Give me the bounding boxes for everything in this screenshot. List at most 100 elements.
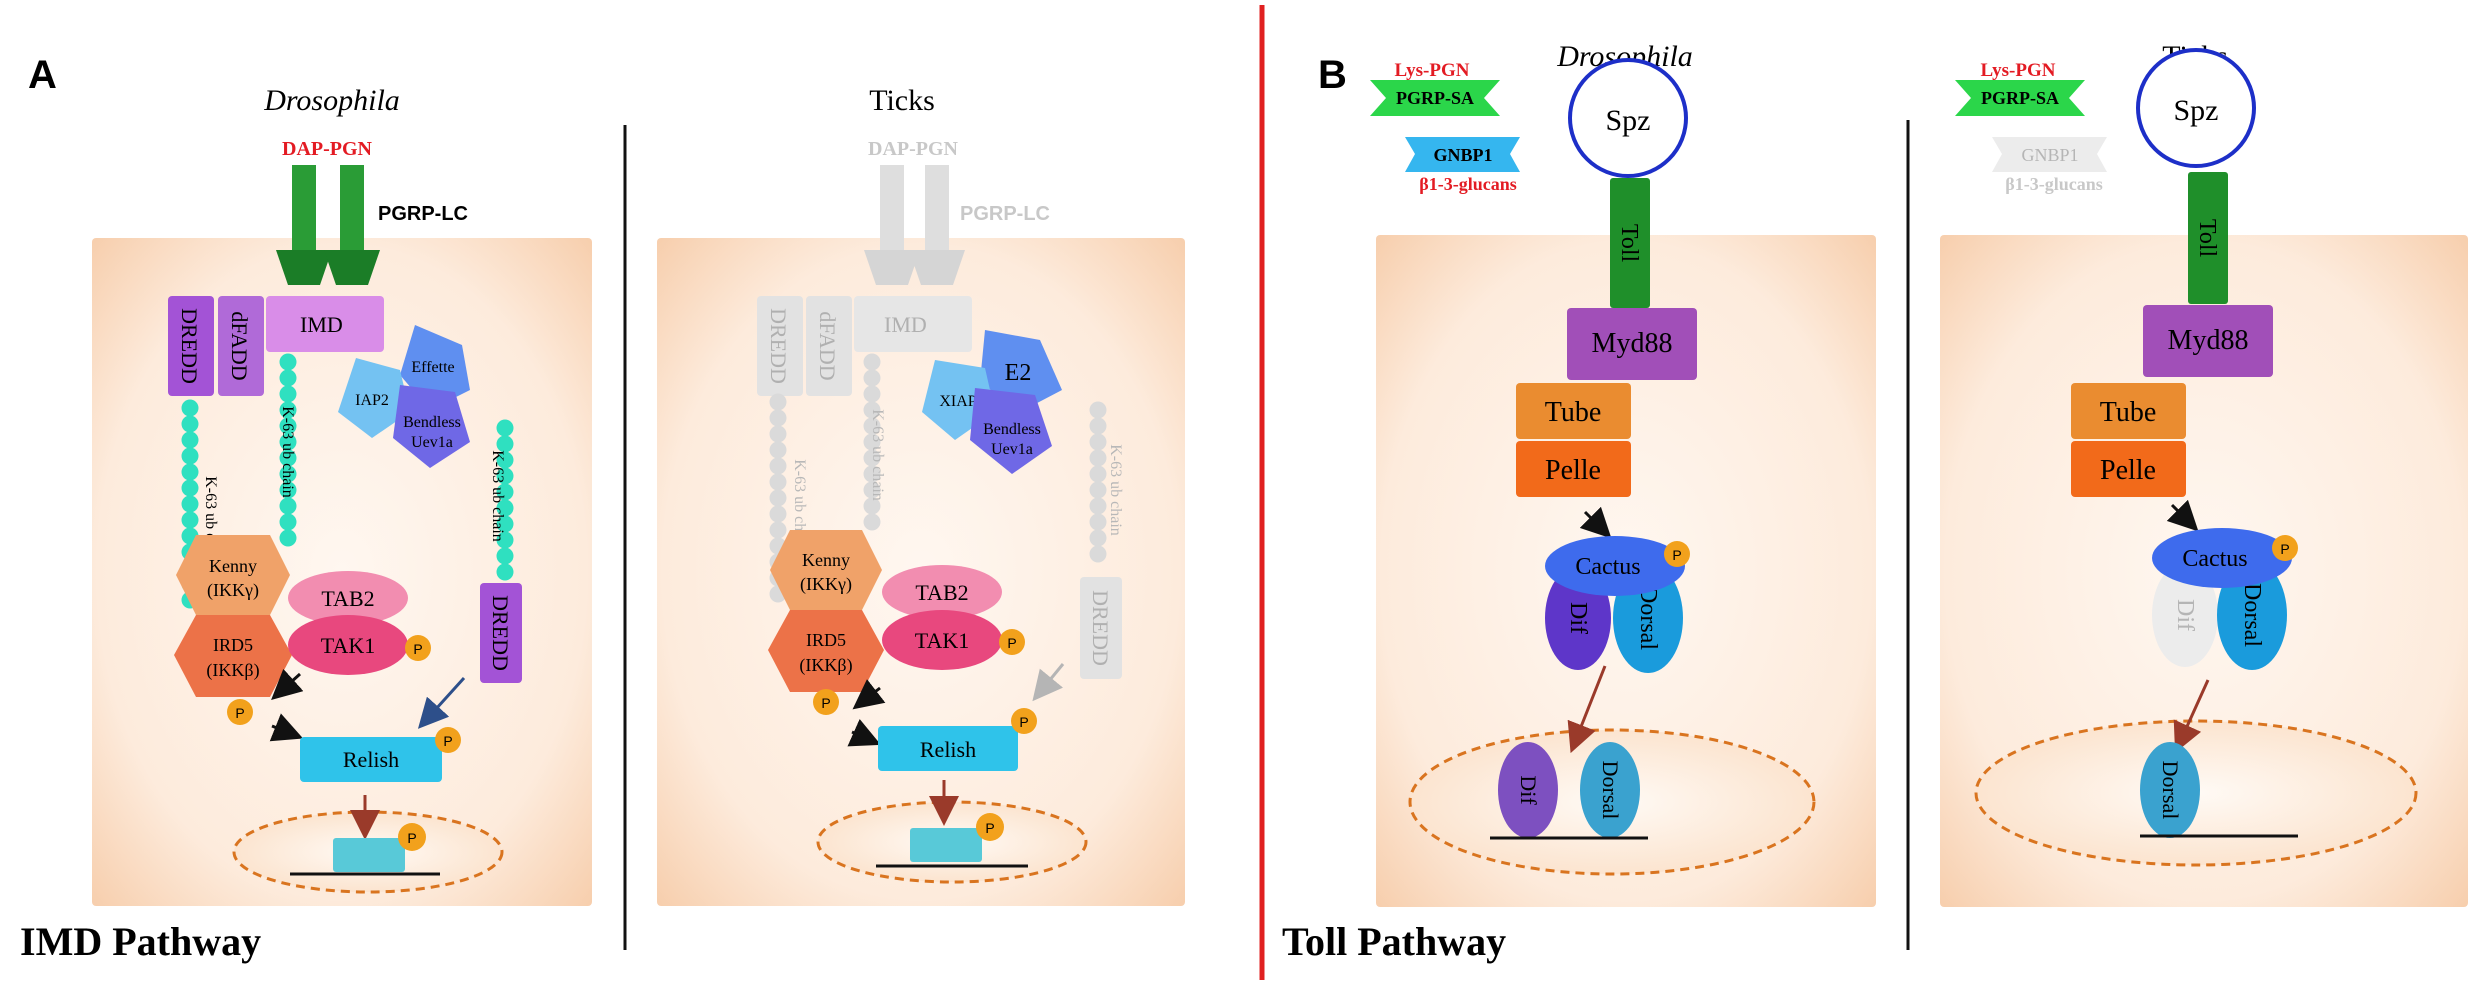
toll-ticks-group: Ticks Lys-PGN PGRP-SA GNBP1 β1-3-glucans… <box>1940 40 2468 907</box>
ub-bead <box>1089 433 1107 451</box>
ub-bead <box>1089 481 1107 499</box>
bendless-shape <box>393 385 470 468</box>
ticks-ird5-phospho <box>813 689 839 715</box>
ub-bead <box>1089 401 1107 419</box>
ticks-gnbp1-shape <box>1992 137 2107 172</box>
ub-bead <box>1089 513 1107 531</box>
ub-bead <box>496 435 514 453</box>
toll-drosophila-group: Drosophila Lys-PGN PGRP-SA GNBP1 β1-3-gl… <box>1370 40 1876 907</box>
ub-bead <box>769 473 787 491</box>
relish-phospho <box>435 727 461 753</box>
ub-bead <box>279 433 297 451</box>
ticks-arrow-ikk <box>852 679 886 710</box>
toll-dros-lys-pgn: Lys-PGN <box>1395 60 1470 81</box>
ticks-nuclear-dorsal <box>2140 742 2200 838</box>
tab2-label: TAB2 <box>321 586 374 611</box>
ticks-dfadd-block <box>806 296 852 396</box>
pgrp-lc-foot-left <box>276 250 332 285</box>
nuclear-relish <box>333 838 405 872</box>
ub-bead <box>496 531 514 549</box>
nuclear-relish-phospho-label: P <box>407 830 416 846</box>
nf-to-nucleus-arrow <box>1567 665 1607 754</box>
ub-bead <box>279 465 297 483</box>
panel-b-pathway-title: Toll Pathway <box>1282 919 1506 964</box>
ub-bead <box>863 465 881 483</box>
pgrp-lc-foot-right <box>324 250 380 285</box>
ub-bead <box>496 451 514 469</box>
ird5-phospho-label: P <box>235 705 244 721</box>
ub-bead <box>1089 545 1107 563</box>
pgrp-lc-receptor-right <box>340 165 364 255</box>
ub-bead <box>181 399 199 417</box>
nuclear-relish-phospho <box>398 823 426 851</box>
ticks-dorsal-label: Dorsal <box>2239 583 2265 647</box>
ticks-ub-chain-right <box>1089 401 1107 563</box>
dredd-block <box>168 296 214 396</box>
ticks-nuclear-relish-phospho <box>976 813 1004 841</box>
imd-label: IMD <box>300 312 343 337</box>
ticks-pgrp-left <box>880 165 904 255</box>
pgrp-sa-shape <box>1370 80 1500 116</box>
imd-drosophila-group: Drosophila DAP-PGN PGRP-LC DREDD dFADD I… <box>92 84 592 906</box>
ticks-dif-label: Dif <box>2172 599 2198 631</box>
ticks-tube-label: Tube <box>2100 397 2157 428</box>
ticks-pgrp-sa-label: PGRP-SA <box>1981 88 2059 108</box>
ub-bead <box>496 419 514 437</box>
imd-block <box>266 296 384 352</box>
ticks-tak1-label: TAK1 <box>915 628 969 653</box>
ub-bead <box>496 483 514 501</box>
ub-bead <box>1089 465 1107 483</box>
ub-bead <box>863 449 881 467</box>
ticks-relish-label: Relish <box>920 737 976 762</box>
ticks-dredd-label: DREDD <box>766 308 791 384</box>
tube-block <box>1516 383 1631 439</box>
arrow-to-relish <box>269 713 304 742</box>
ub-bead <box>496 515 514 533</box>
gnbp1-label: GNBP1 <box>1433 145 1492 165</box>
ub-bead <box>496 563 514 581</box>
dfadd-label: dFADD <box>227 311 252 380</box>
ticks-myd88-block <box>2143 305 2273 377</box>
kenny-label-1: Kenny <box>209 556 257 576</box>
xiap-label: XIAP <box>939 393 976 410</box>
ub-bead <box>279 369 297 387</box>
nuclear-dif-label: Dif <box>1516 775 1541 805</box>
ticks-ub-chain-right-label: K-63 ub chain <box>1107 444 1124 536</box>
toll-dros-glucans: β1-3-glucans <box>1419 174 1517 194</box>
ticks-ird5-label-1: IRD5 <box>806 630 846 650</box>
ub-chain-right-label: K-63 ub chain <box>489 450 506 542</box>
gnbp1-shape <box>1405 137 1520 172</box>
pelle-to-cactus-arrow <box>1579 506 1612 539</box>
ub-bead <box>1089 497 1107 515</box>
dredd-label: DREDD <box>177 308 202 384</box>
imd-ticks-title: Ticks <box>869 84 935 117</box>
ticks-kenny-shape <box>770 530 882 610</box>
ticks-ub-chain-mid-label: K-63 ub chain <box>869 409 886 501</box>
ticks-pelle-label: Pelle <box>2100 455 2156 486</box>
ticks-ird5-phospho-label: P <box>821 695 830 711</box>
imd-ticks-group: Ticks DAP-PGN PGRP-LC DREDD dFADD IMD E2… <box>657 84 1185 906</box>
bendless-label-1: Bendless <box>403 414 461 431</box>
ub-bead <box>863 353 881 371</box>
ticks-myd88-label: Myd88 <box>2168 325 2249 356</box>
panel-a-letter: A <box>28 53 57 97</box>
ub-bead <box>181 495 199 513</box>
ub-chain-mid-label: K-63 ub chain <box>279 406 296 498</box>
imd-ticks-ligand: DAP-PGN <box>868 138 959 160</box>
tak1-shape <box>288 615 408 675</box>
ticks-pgrp-foot-left <box>864 250 920 285</box>
dredd-right-block <box>480 583 522 683</box>
relish-block <box>300 737 442 782</box>
ub-bead <box>863 497 881 515</box>
ticks-pgrp-right <box>925 165 949 255</box>
pelle-label: Pelle <box>1545 455 1601 486</box>
ub-bead <box>279 497 297 515</box>
ticks-dif-shape <box>2152 563 2218 667</box>
ub-chain-right <box>496 419 514 581</box>
ticks-toll-label: Toll <box>2194 219 2220 258</box>
spz-label: Spz <box>1606 104 1651 137</box>
ub-bead <box>769 441 787 459</box>
panel-b-letter: B <box>1318 53 1347 97</box>
